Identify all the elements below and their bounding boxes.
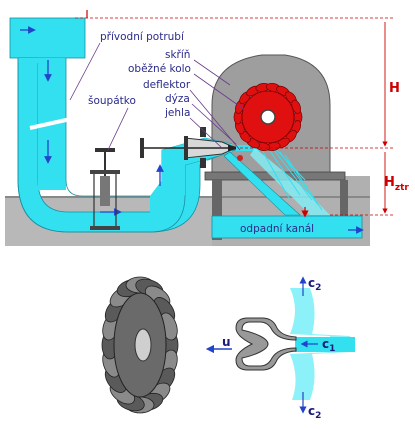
dimension-H: H [389,81,400,96]
dimension-lines [75,10,395,218]
bucket-jet-diagram [205,276,355,414]
tailrace-channel [211,215,364,239]
vector-c2-top: c2 [308,276,321,293]
dimension-H-ztr: Hztr [384,175,409,193]
gate-valve [90,148,120,230]
label-odpadni-kanal: odpadní kanál [240,223,314,235]
vector-u: u [222,335,231,349]
leader-lines [69,42,246,151]
vector-c2-bottom: c2 [308,404,321,421]
runner-closeup [101,276,179,414]
runner-wheel [233,82,303,152]
closeup-hub [134,328,152,362]
label-deflektor: deflektor [143,79,191,91]
runner-hub [260,109,276,125]
label-soupatko: šoupátko [88,95,136,107]
nozzle [140,127,242,168]
label-jehla: jehla [164,107,190,119]
label-skrin: skříň [165,49,190,61]
vector-c1: c1 [322,337,335,354]
label-dyza: dýza [165,93,190,105]
label-obezne-kolo: oběžné kolo [128,63,191,75]
penstock [9,17,236,233]
label-privodni-potrubi: přívodní potrubí [100,31,185,43]
